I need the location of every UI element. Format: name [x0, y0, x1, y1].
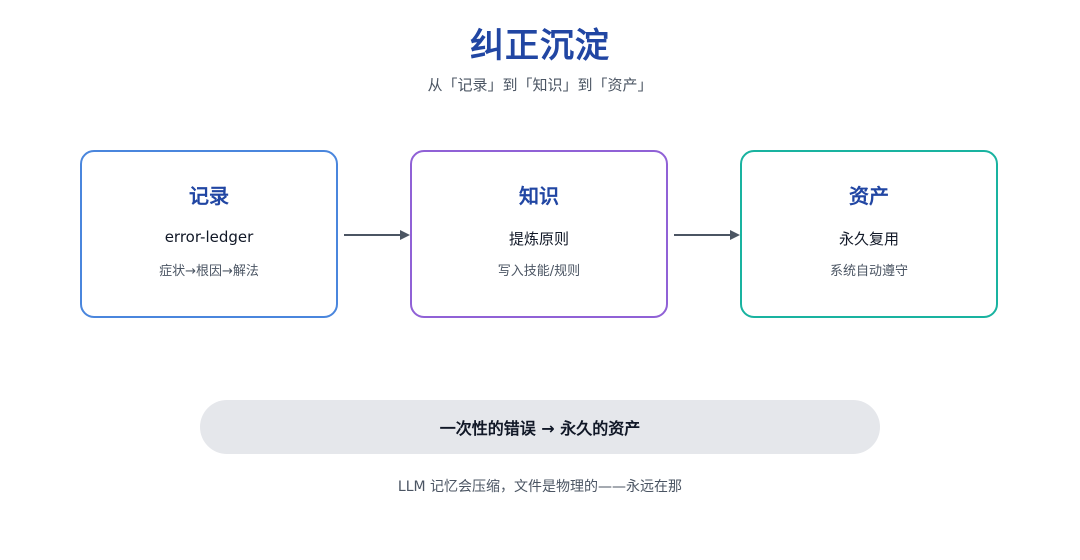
- stage-title: 知识: [519, 184, 559, 208]
- stage-main-text: error-ledger: [164, 228, 254, 246]
- stage-main-text: 永久复用: [838, 230, 899, 248]
- stage-detail-text: 系统自动遵守: [829, 264, 908, 279]
- stage-box-record: 记录 error-ledger 症状→根因→解法: [80, 150, 338, 318]
- footer-note: LLM 记忆会压缩，文件是物理的——永远在那: [397, 479, 683, 495]
- stage-title: 资产: [849, 184, 889, 208]
- stage-box-knowledge: 知识 提炼原则 写入技能/规则: [410, 150, 668, 318]
- stage-box-asset: 资产 永久复用 系统自动遵守: [740, 150, 998, 318]
- stage-title: 记录: [189, 184, 229, 208]
- summary-pill: 一次性的错误 → 永久的资产: [200, 400, 880, 454]
- arrow-right-icon: [674, 230, 740, 240]
- stage-detail-text: 写入技能/规则: [497, 264, 581, 279]
- arrow-right-icon: [344, 230, 410, 240]
- page-title: 纠正沉淀: [470, 26, 610, 66]
- stage-main-text: 提炼原则: [508, 230, 569, 248]
- summary-text: 一次性的错误 → 永久的资产: [439, 419, 641, 438]
- page-subtitle: 从「记录」到「知识」到「资产」: [427, 76, 653, 94]
- stage-detail-text: 症状→根因→解法: [159, 264, 259, 279]
